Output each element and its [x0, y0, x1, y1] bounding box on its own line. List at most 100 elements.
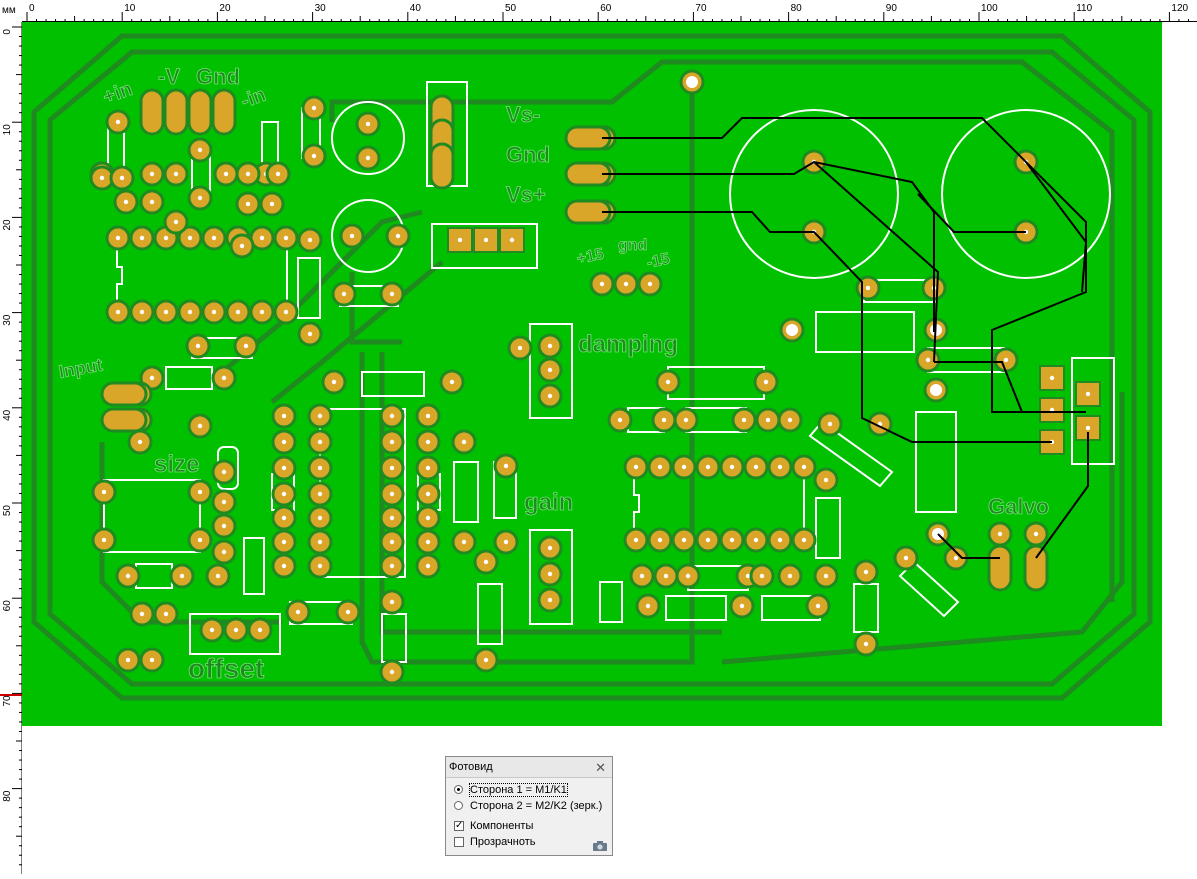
- pad-hole: [683, 417, 689, 423]
- pad-hole: [311, 105, 317, 111]
- pad-hole: [661, 417, 667, 423]
- pad-hole: [115, 119, 121, 125]
- oblong-pad: [987, 544, 1013, 592]
- pad-hole: [101, 489, 107, 495]
- ruler-top-label: 120: [1171, 3, 1188, 14]
- pad-hole: [295, 609, 301, 615]
- pad-hole: [685, 573, 691, 579]
- pad-hole: [101, 537, 107, 543]
- ruler-top-label: 60: [600, 3, 612, 14]
- pad-hole: [765, 417, 771, 423]
- radio-side2-row[interactable]: Сторона 2 = M2/K2 (зерк.): [446, 798, 612, 814]
- pad-hole: [705, 537, 711, 543]
- pads-group: [89, 69, 1101, 685]
- via-hole: [930, 384, 942, 396]
- pad-hole: [389, 563, 395, 569]
- radio-side1[interactable]: [454, 785, 463, 794]
- checkbox-components-row[interactable]: ✓ Компоненты: [446, 818, 612, 834]
- pad-hole: [187, 235, 193, 241]
- via-hole: [786, 324, 798, 336]
- pad-hole: [197, 489, 203, 495]
- pad-hole: [389, 413, 395, 419]
- pad-hole: [389, 439, 395, 445]
- pad-hole: [777, 537, 783, 543]
- pad-hole: [99, 175, 105, 181]
- pad-hole: [331, 379, 337, 385]
- pad-hole: [275, 171, 281, 177]
- pad-hole: [801, 537, 807, 543]
- pad-hole: [741, 417, 747, 423]
- close-icon[interactable]: ✕: [595, 760, 606, 775]
- pad-hole: [925, 357, 931, 363]
- radio-side2[interactable]: [454, 801, 463, 810]
- pad-hole: [425, 413, 431, 419]
- ruler-left-label: 10: [2, 124, 13, 136]
- pad-hole: [449, 379, 455, 385]
- pad-hole: [729, 537, 735, 543]
- pad-hole: [245, 201, 251, 207]
- pad-hole: [243, 343, 249, 349]
- pad-hole: [483, 559, 489, 565]
- pad-hole: [211, 235, 217, 241]
- pad-hole: [149, 375, 155, 381]
- ruler-top-label: 10: [124, 3, 136, 14]
- radio-side1-row[interactable]: Сторона 1 = M1/K1: [446, 782, 612, 798]
- pad-hole: [281, 439, 287, 445]
- pad-hole: [633, 537, 639, 543]
- ruler-unit: мм: [0, 0, 22, 22]
- pad-hole: [395, 233, 401, 239]
- ruler-left-label: 40: [2, 409, 13, 421]
- oblong-pad: [1023, 544, 1049, 592]
- pad-hole: [1049, 375, 1055, 381]
- pad-hole: [349, 233, 355, 239]
- cap-big1-outline: [729, 109, 899, 279]
- checkbox-transparency-row[interactable]: Прозрачноть: [446, 834, 612, 850]
- pad-hole: [503, 463, 509, 469]
- pad-hole: [259, 235, 265, 241]
- pad-hole: [863, 641, 869, 647]
- pad-hole: [483, 657, 489, 663]
- component-rect1-outline: [815, 311, 915, 353]
- component-rect2-outline: [915, 411, 957, 513]
- pad-hole: [633, 464, 639, 470]
- pad-hole: [281, 515, 287, 521]
- pad-hole: [681, 464, 687, 470]
- pad-hole: [547, 343, 553, 349]
- pad-hole: [233, 627, 239, 633]
- checkbox-transparency[interactable]: [454, 837, 464, 847]
- outer-traces: [31, 33, 1153, 701]
- pad-hole: [787, 417, 793, 423]
- pad-hole: [317, 413, 323, 419]
- trimmer-gain-outline: [529, 529, 573, 625]
- photo-view-dialog[interactable]: Фотовид ✕ Сторона 1 = M1/K1 Сторона 2 = …: [445, 756, 613, 856]
- pad-hole: [547, 545, 553, 551]
- pad-hole: [389, 599, 395, 605]
- pcb-board[interactable]: -V Gnd +in -in Vs- Gnd Vs+ +15 gnd -15 d…: [22, 22, 1162, 726]
- pad-hole: [461, 539, 467, 545]
- pad-hole: [745, 573, 751, 579]
- pad-hole: [425, 539, 431, 545]
- pad-hole: [425, 439, 431, 445]
- checkbox-components[interactable]: ✓: [454, 820, 464, 831]
- pad-hole: [903, 555, 909, 561]
- ruler-left-label: 70: [2, 695, 13, 707]
- radio-side1-label: Сторона 1 = M1/K1: [469, 783, 568, 797]
- pad-hole: [223, 171, 229, 177]
- pad-hole: [777, 464, 783, 470]
- ruler-top-label: 110: [1076, 3, 1092, 14]
- pad-hole: [221, 549, 227, 555]
- dialog-titlebar[interactable]: Фотовид ✕: [446, 757, 612, 778]
- ruler-top-label: 20: [219, 3, 231, 14]
- label-offset: offset: [188, 653, 264, 684]
- pad-hole: [139, 309, 145, 315]
- pad-hole: [115, 309, 121, 315]
- label-gnd-small: gnd: [618, 237, 647, 254]
- pad-hole: [345, 609, 351, 615]
- pad-hole: [787, 573, 793, 579]
- pad-hole: [197, 537, 203, 543]
- oblong-pad: [139, 88, 165, 136]
- pad-hole: [665, 379, 671, 385]
- camera-icon[interactable]: [592, 840, 608, 852]
- pad-hole: [623, 281, 629, 287]
